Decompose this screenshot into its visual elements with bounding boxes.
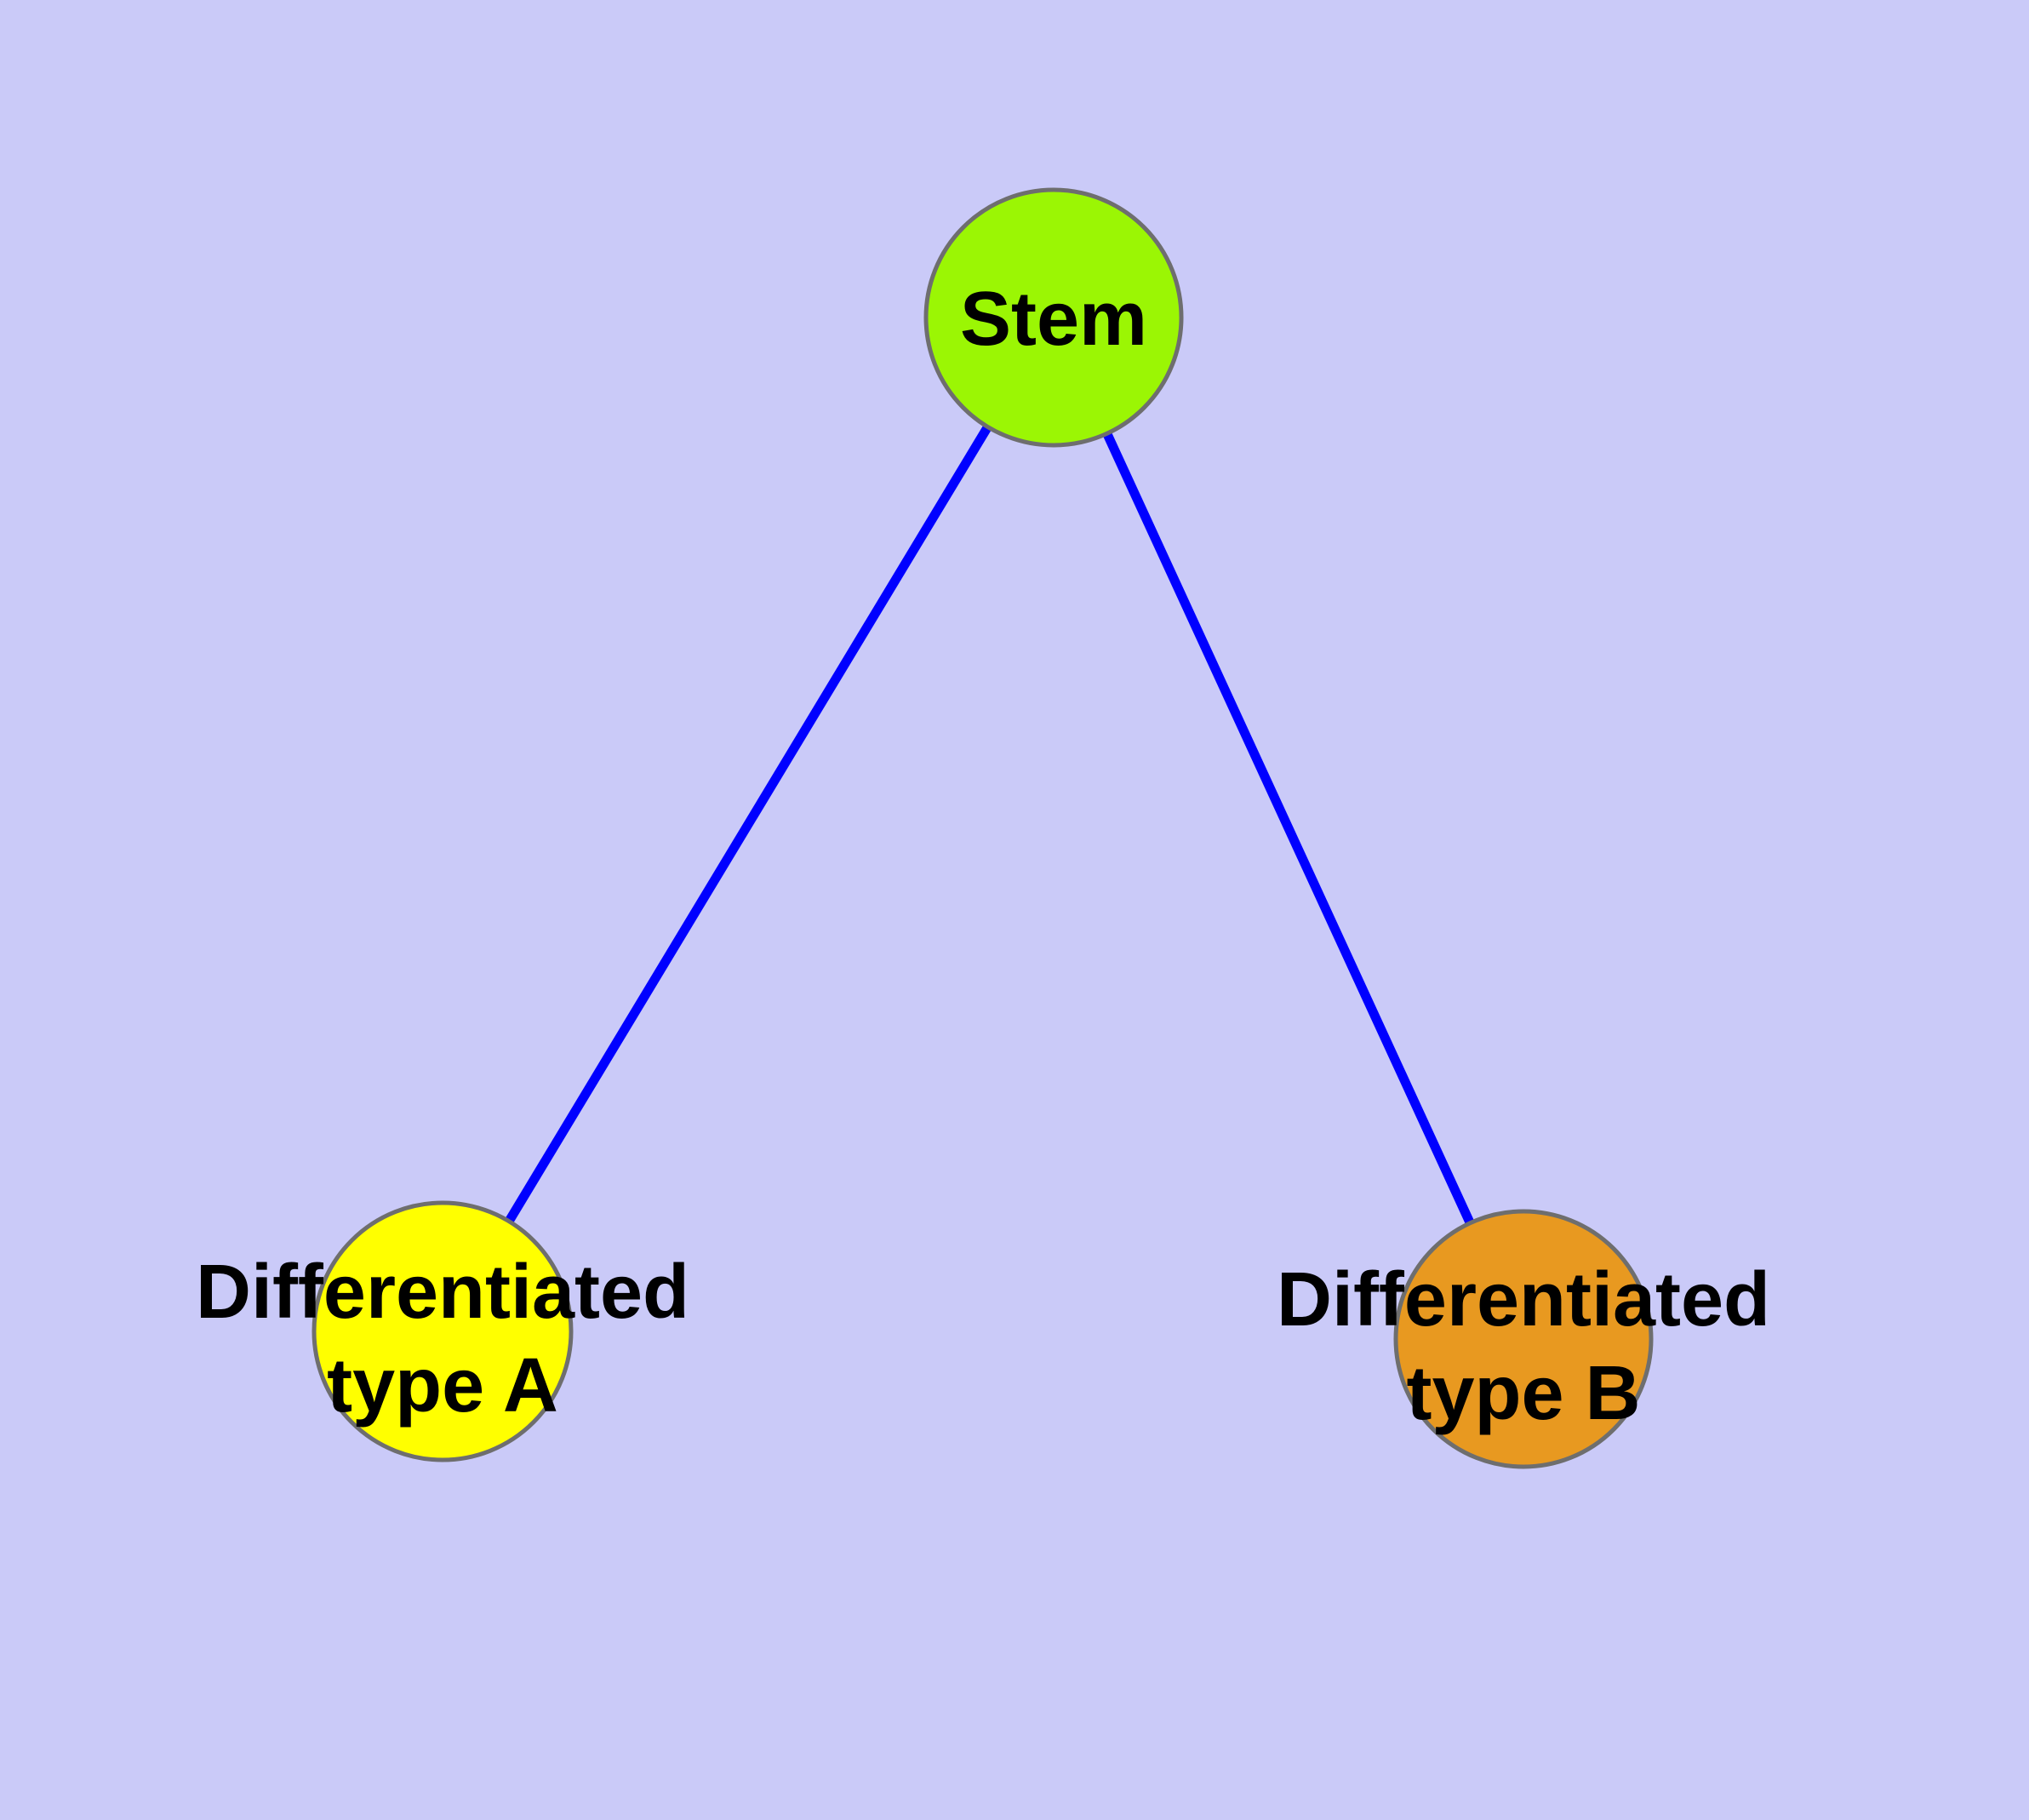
node-differentiated-type-b-label-line2: type B xyxy=(1406,1351,1640,1436)
node-stem-circle xyxy=(923,187,1184,448)
node-differentiated-type-b-circle xyxy=(1393,1209,1654,1469)
node-differentiated-type-a-label-line2: type A xyxy=(327,1343,558,1428)
edge-stem-to-type-a xyxy=(438,315,1058,1334)
node-differentiated-type-b-label-line1: Differentiated xyxy=(1277,1257,1770,1342)
node-differentiated-type-a-label-line1: Differentiated xyxy=(196,1250,689,1335)
node-stem-label: Stem xyxy=(960,277,1147,362)
edge-stem-to-type-b xyxy=(1049,315,1528,1342)
node-differentiated-type-a-circle xyxy=(311,1200,574,1462)
